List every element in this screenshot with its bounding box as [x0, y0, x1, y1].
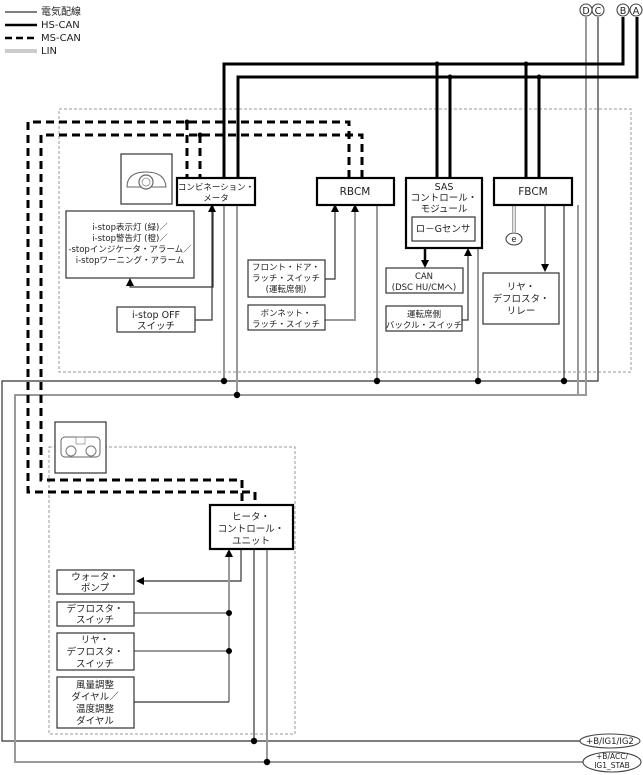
svg-text:スイッチ: スイッチ: [76, 615, 114, 626]
arrow-to-rbcm-2: [351, 204, 359, 212]
svg-text:バックル・スイッチ: バックル・スイッチ: [386, 321, 462, 331]
svg-text:i-stop表示灯 (緑)／: i-stop表示灯 (緑)／: [92, 222, 168, 233]
arrows: [126, 204, 549, 585]
svg-text:ユニット: ユニット: [232, 536, 270, 547]
arrow-to-rbcm-1: [331, 204, 339, 212]
fbcm-module: FBCM: [492, 176, 574, 207]
istop-indicators: i-stop表示灯 (緑)／ i-stop警告灯 (橙)／ -stopインジケー…: [65, 210, 195, 279]
svg-text:スイッチ: スイッチ: [76, 659, 114, 670]
connector-a: [629, 3, 643, 17]
arrow-to-sas: [464, 248, 472, 256]
arrow-to-indicators: [126, 278, 134, 286]
climate-control-panel-icon: [54, 421, 107, 474]
svg-text:フロント・ドア・: フロント・ドア・: [252, 263, 320, 273]
svg-text:ダイヤル／: ダイヤル／: [71, 691, 119, 703]
wire-d: [14, 17, 587, 763]
svg-text:A: A: [633, 6, 640, 17]
svg-text:ポンプ: ポンプ: [81, 583, 110, 594]
legend-lin-label: LIN: [41, 46, 57, 57]
front-door-latch-switch: フロント・ドア・ ラッチ・スイッチ (運転席側): [247, 259, 326, 298]
svg-text:SAS: SAS: [435, 182, 454, 193]
svg-text:ヒータ・: ヒータ・: [232, 512, 270, 523]
top-connectors: D C B A: [579, 3, 643, 17]
svg-text:スイッチ: スイッチ: [137, 321, 175, 332]
svg-text:運転席側: 運転席側: [407, 309, 441, 320]
svg-text:CAN: CAN: [415, 272, 433, 282]
svg-text:モジュール: モジュール: [421, 204, 468, 215]
svg-text:-stopインジケータ・アラーム／: -stopインジケータ・アラーム／: [68, 245, 192, 255]
instrument-cluster-icon: [120, 153, 173, 205]
connector-b: [616, 3, 630, 17]
legend-power-label: 電気配線: [41, 5, 81, 18]
svg-text:i-stop OFF: i-stop OFF: [132, 310, 180, 321]
svg-text:C: C: [595, 6, 602, 17]
rbcm-module: RBCM: [315, 176, 396, 207]
svg-text:コンビネーション・: コンビネーション・: [178, 183, 254, 193]
svg-text:コントロール・: コントロール・: [411, 193, 478, 204]
svg-text:デフロスタ・: デフロスタ・: [66, 603, 123, 615]
legend-hs-can-label: HS-CAN: [41, 20, 80, 31]
svg-text:RBCM: RBCM: [340, 186, 371, 198]
power-wires: [1, 17, 599, 763]
svg-text:(DSC HU/CMへ): (DSC HU/CMへ): [392, 283, 456, 293]
svg-text:デフロスタ・: デフロスタ・: [66, 646, 123, 658]
arrow-to-water-pump: [136, 577, 144, 585]
svg-text:D: D: [582, 6, 589, 17]
connector-e: e: [505, 232, 523, 246]
hs-can-bus: [222, 17, 639, 178]
svg-text:ダイヤル: ダイヤル: [76, 715, 114, 727]
ms-can-bus: [26, 120, 364, 505]
svg-text:IG1_STAB: IG1_STAB: [594, 761, 630, 770]
bonnet-latch-switch: ボンネット・ ラッチ・スイッチ: [247, 304, 326, 331]
sas-control-module: SAS コントロール・ モジュール ロ－Gセンサ: [404, 176, 484, 250]
svg-text:ウォータ・: ウォータ・: [71, 572, 119, 583]
water-pump: ウォータ・ ポンプ: [56, 569, 135, 595]
heater-control-unit: ヒータ・ コントロール・ ユニット: [208, 503, 295, 551]
arrow-to-can: [421, 260, 429, 268]
svg-text:ラッチ・スイッチ: ラッチ・スイッチ: [252, 274, 320, 284]
junction-dots: [184, 61, 568, 766]
svg-text:+B/IG1/IG2: +B/IG1/IG2: [586, 737, 634, 747]
svg-text:ロ－Gセンサ: ロ－Gセンサ: [416, 224, 471, 235]
defroster-switch: デフロスタ・ スイッチ: [56, 601, 135, 627]
svg-text:(運転席側): (運転席側): [266, 284, 307, 295]
svg-text:リレー: リレー: [507, 306, 536, 317]
rear-defroster-switch: リヤ・ デフロスタ・ スイッチ: [56, 632, 135, 671]
body-zone: [58, 108, 632, 373]
svg-text:B: B: [620, 6, 627, 17]
svg-text:デフロスタ・: デフロスタ・: [492, 293, 549, 305]
svg-text:温度調整: 温度調整: [76, 703, 115, 715]
svg-text:風量調整: 風量調整: [76, 679, 115, 691]
wire-c: [1, 17, 599, 742]
svg-text:FBCM: FBCM: [518, 186, 547, 198]
svg-text:e: e: [511, 235, 516, 245]
can-output: CAN (DSC HU/CMへ): [385, 267, 464, 294]
arrow-to-meter: [208, 204, 216, 212]
svg-text:i-stopワーニング・アラーム: i-stopワーニング・アラーム: [76, 255, 185, 266]
svg-text:ボンネット・: ボンネット・: [261, 309, 312, 319]
legend: 電気配線 HS-CAN MS-CAN LIN: [5, 5, 81, 57]
svg-text:i-stop警告灯 (橙)／: i-stop警告灯 (橙)／: [92, 233, 168, 244]
svg-text:リヤ・: リヤ・: [81, 635, 110, 646]
svg-text:メータ: メータ: [203, 194, 229, 204]
hvac-zone: [48, 446, 296, 735]
istop-off-switch: i-stop OFF スイッチ: [116, 306, 196, 333]
arrow-to-heater: [225, 549, 233, 557]
arrow-to-relay: [541, 264, 549, 272]
lateral-g-sensor: [411, 216, 476, 242]
svg-text:リヤ・: リヤ・: [507, 282, 536, 293]
fan-temp-dial: 風量調整 ダイヤル／ 温度調整 ダイヤル: [56, 676, 135, 729]
legend-ms-can-label: MS-CAN: [41, 33, 81, 44]
rear-defroster-relay: リヤ・ デフロスタ・ リレー: [482, 272, 560, 325]
buckle-switch: 運転席側 バックル・スイッチ: [385, 305, 463, 332]
power-source-ig1-ig2: +B/IG1/IG2: [579, 733, 641, 749]
power-source-acc-stab: +B/ACC/ IG1_STAB: [582, 751, 642, 773]
svg-text:コントロール・: コントロール・: [218, 524, 285, 535]
connector-c: [591, 3, 605, 17]
svg-text:ラッチ・スイッチ: ラッチ・スイッチ: [252, 320, 320, 330]
svg-text:+B/ACC/: +B/ACC/: [596, 752, 628, 761]
combination-meter: コンビネーション・ メータ: [175, 176, 257, 207]
